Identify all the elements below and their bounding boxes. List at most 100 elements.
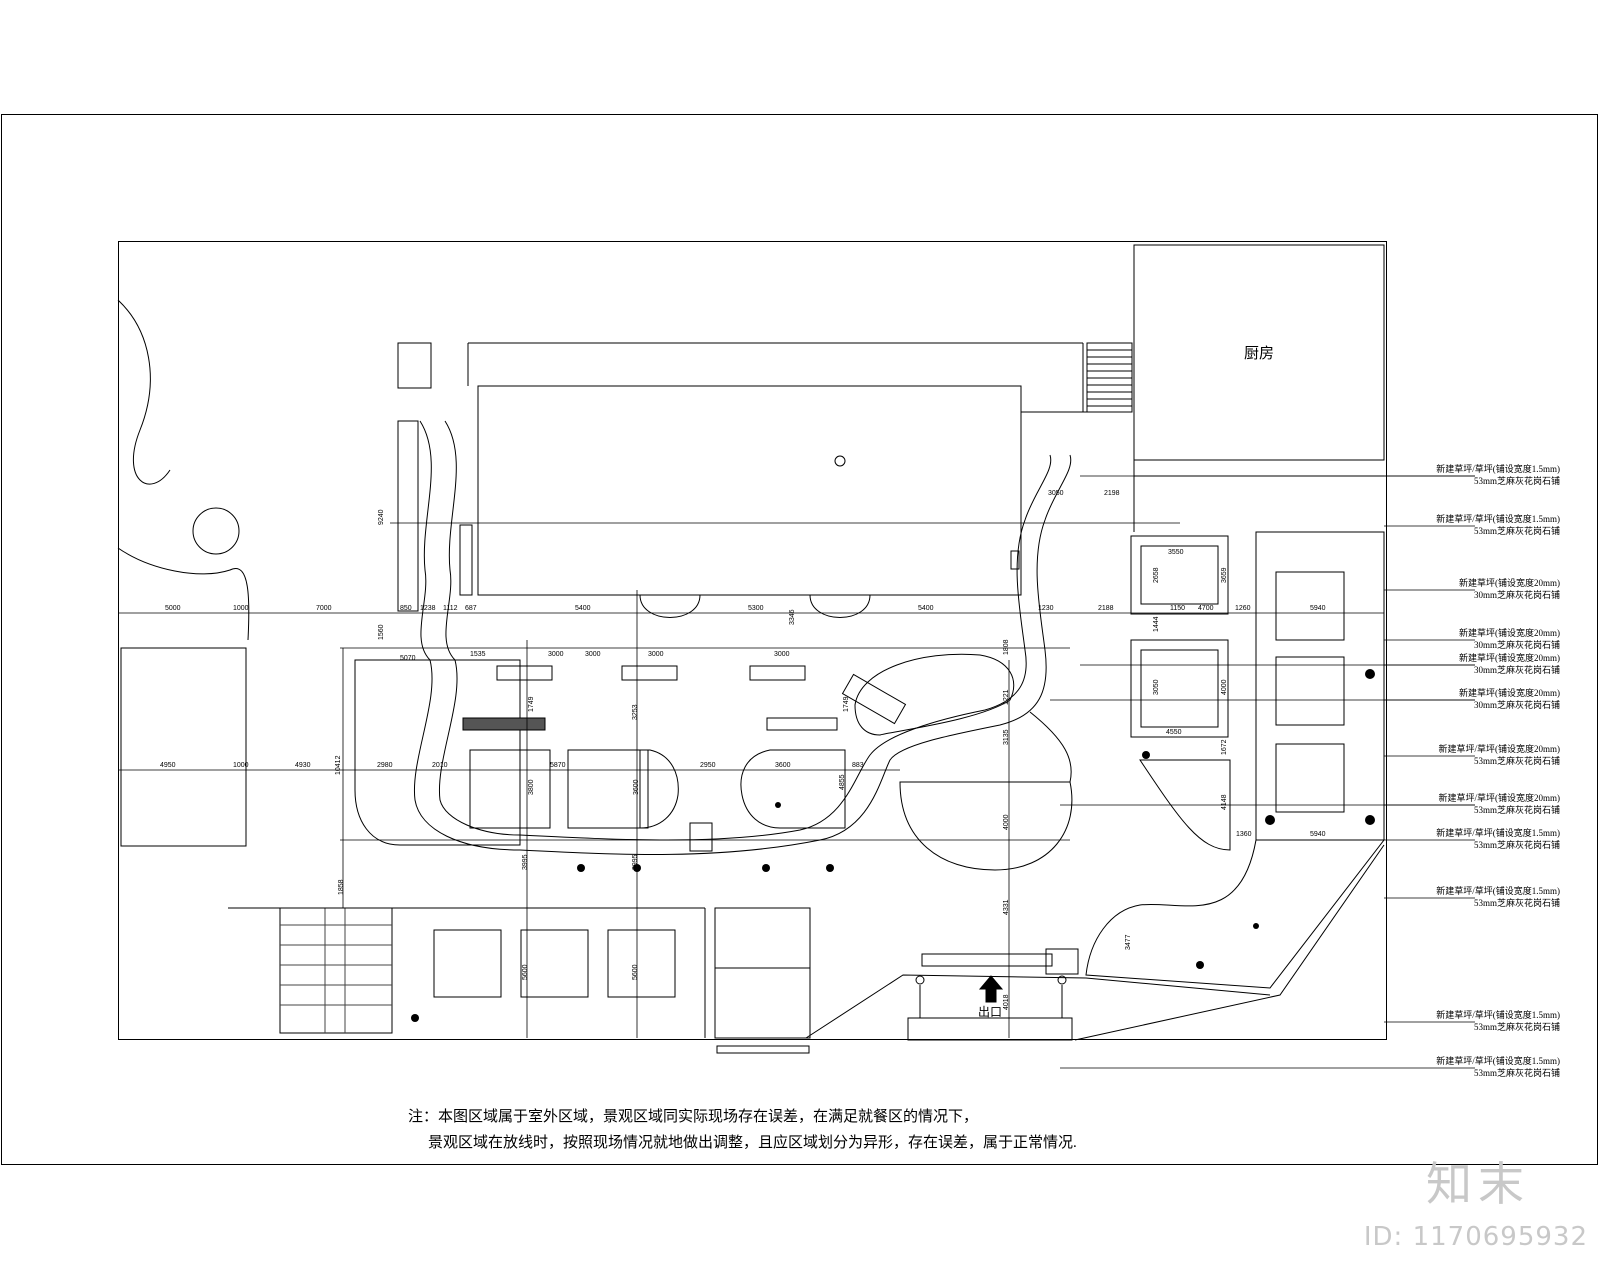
callout-12-l1: 新建草坪/草坪(铺设宽度1.5mm) [1436, 1055, 1560, 1066]
lower-room-2 [714, 967, 811, 1039]
utility-inner-2 [1140, 649, 1219, 728]
right-square-3 [1275, 743, 1345, 813]
dim-v-17: 4000 [1221, 679, 1228, 695]
left-lawn-panel [120, 647, 247, 847]
dim-v-13: 3995 [632, 854, 639, 870]
dim-v-3: 3600 [633, 779, 640, 795]
note-line-1: 注：本图区域属于室外区域，景观区域同实际现场存在误差，在满足就餐区的情况下， [408, 1109, 979, 1125]
dim-b-0: 4950 [160, 762, 176, 769]
dimension-labels: 5000 1000 7000 850 1238 1112 687 5400 53… [160, 490, 1326, 1010]
entrance-gate [907, 1017, 1073, 1041]
dim-v-5: 4855 [839, 774, 846, 790]
bench-4 [766, 717, 838, 731]
seating-block-1 [469, 749, 551, 829]
dim-a-5: 1112 [443, 605, 458, 612]
gatehouse [1045, 948, 1079, 975]
stock-id: ID: 1170695932 [1363, 1222, 1588, 1252]
dim-m-6: 1808 [1003, 639, 1010, 655]
small-block [397, 342, 432, 389]
seating-block-3 [639, 749, 679, 829]
dim-v-12: 3995 [522, 854, 529, 870]
small-step-group [689, 822, 713, 852]
bench-2 [621, 665, 678, 681]
lower-diagonal-lawn [1085, 839, 1386, 989]
dim-m-3: 1560 [378, 624, 385, 640]
dim-b-4: 2010 [432, 762, 448, 769]
dim-b-3: 2980 [377, 762, 393, 769]
callout-12-l2: 53mm芝麻灰花岗石铺 [1474, 1067, 1560, 1078]
dim-v-19: 1672 [1221, 739, 1228, 755]
utility-room-2 [1130, 639, 1229, 738]
dim-b-5: 5870 [550, 762, 566, 769]
dim-v-11: 5600 [632, 964, 639, 980]
planting-area-left [354, 659, 521, 846]
left-strip-2 [459, 524, 473, 596]
gate-lamp-left [915, 975, 925, 985]
callout-10-l2: 53mm芝麻灰花岗石铺 [1474, 897, 1560, 908]
entrance-label: 出口 [978, 1005, 1002, 1019]
callout-2-l1: 新建草坪/草坪(铺设宽度1.5mm) [1436, 513, 1560, 524]
dim-c-0: 1535 [470, 651, 486, 658]
right-square-2 [1275, 656, 1345, 726]
callout-4-l2: 30mm芝麻灰花岗石铺 [1474, 639, 1560, 650]
column-marker [834, 455, 846, 467]
callout-11-l1: 新建草坪/草坪(铺设宽度1.5mm) [1436, 1009, 1560, 1020]
dim-v-1: 10412 [335, 755, 342, 775]
kitchen-label: 厨房 [1244, 345, 1274, 362]
dim-a-14: 5940 [1310, 605, 1326, 612]
dim-a-9: 5400 [918, 605, 934, 612]
dim-v-22: 3659 [1221, 567, 1228, 583]
left-path-inner [438, 420, 1052, 841]
callout-8-l2: 53mm芝麻灰花岗石铺 [1474, 804, 1560, 815]
dim-m-11: 4700 [1198, 605, 1214, 612]
callout-10-l1: 新建草坪/草坪(铺设宽度1.5mm) [1436, 885, 1560, 896]
lower-block-2 [520, 929, 589, 998]
right-square-1 [1275, 571, 1345, 641]
dim-b-2: 4930 [295, 762, 311, 769]
gate-lamp-right [1057, 975, 1067, 985]
dim-m-12: 1360 [1236, 831, 1252, 838]
lounge-chair [841, 673, 907, 725]
brand-watermark: 知末 [1426, 1157, 1530, 1211]
bay-arc-2 [809, 594, 871, 618]
left-path-outer [413, 420, 1072, 855]
callout-9-l1: 新建草坪/草坪(铺设宽度1.5mm) [1436, 827, 1560, 838]
dim-v-15: 3346 [789, 609, 796, 625]
dim-c-1: 3000 [548, 651, 564, 658]
callout-1-l1: 新建草坪/草坪(铺设宽度1.5mm) [1436, 463, 1560, 474]
lower-block-1 [433, 929, 502, 998]
dim-c-2: 3000 [585, 651, 601, 658]
hatched-bench [462, 717, 546, 731]
right-column [1255, 531, 1385, 841]
main-building [477, 385, 1022, 596]
dimension-lines [118, 475, 1475, 1038]
sheet-frame [1, 114, 1598, 1165]
bay-arc-1 [639, 594, 701, 618]
callout-3-l2: 30mm芝麻灰花岗石铺 [1474, 589, 1560, 600]
dim-m-8: 3550 [1168, 549, 1184, 556]
entrance-bench [921, 953, 1053, 967]
dim-b-8: 883 [852, 762, 864, 769]
dim-a-13: 1260 [1235, 605, 1251, 612]
oval-lawn-arc [1029, 711, 1072, 783]
lower-block-3 [607, 929, 676, 998]
utility-room-1 [1130, 535, 1229, 615]
dim-c-3: 3000 [648, 651, 664, 658]
dim-m-2: 5070 [400, 655, 416, 662]
entrance-plaza [805, 974, 1271, 1039]
dim-b-1: 1000 [233, 762, 249, 769]
dim-c-4: 3000 [774, 651, 790, 658]
seating-block-4 [740, 749, 846, 829]
callout-6-l1: 新建草坪(铺设宽度20mm) [1459, 687, 1560, 698]
lower-diagonal-edge [1074, 844, 1385, 1041]
dim-v-8: 4331 [1003, 899, 1010, 915]
note-line-2: 景观区域在放线时，按照现场情况就地做出调整，且应区域划分为异形，存在误差，属于正… [428, 1135, 1077, 1151]
left-lawn-edge [117, 299, 250, 641]
seating-block-2 [567, 749, 649, 829]
callout-5-l2: 30mm芝麻灰花岗石铺 [1474, 664, 1560, 675]
dim-b-7: 3600 [775, 762, 791, 769]
dim-v-0: 9240 [378, 509, 385, 525]
dim-m-0: 3050 [1048, 490, 1064, 497]
lower-room-1 [714, 907, 811, 969]
dim-a-6: 687 [465, 605, 477, 612]
